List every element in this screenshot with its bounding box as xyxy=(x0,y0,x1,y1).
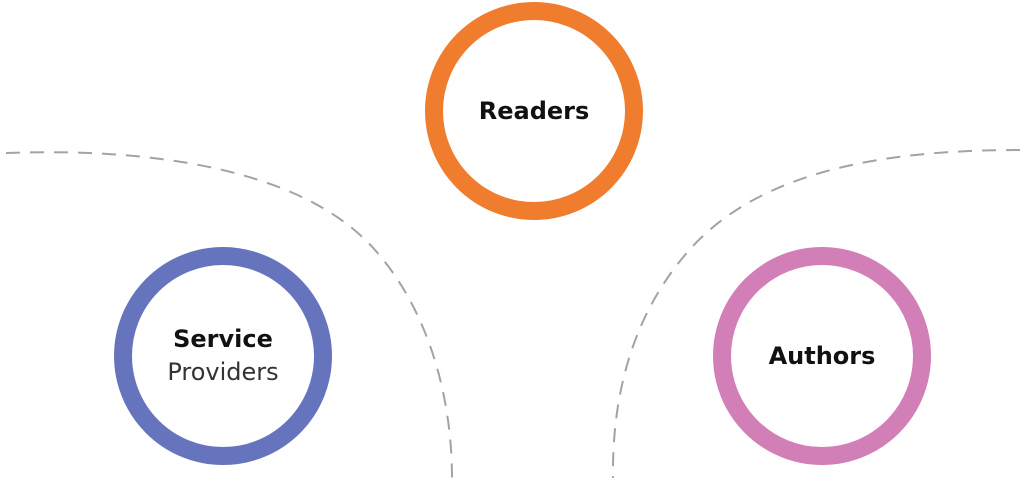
node-authors: Authors xyxy=(713,247,931,465)
right-dashed-divider xyxy=(611,149,1021,479)
readers-label: Readers xyxy=(479,97,590,125)
node-readers: Readers xyxy=(425,2,643,220)
node-service-providers: Service Providers xyxy=(114,247,332,465)
authors-label: Authors xyxy=(769,342,876,370)
service-providers-ring xyxy=(114,247,332,465)
service-providers-label-line2: Providers xyxy=(167,358,278,386)
readers-ring xyxy=(425,2,643,220)
authors-ring xyxy=(713,247,931,465)
service-providers-label-line1: Service xyxy=(173,325,273,353)
left-dashed-divider xyxy=(5,151,453,479)
